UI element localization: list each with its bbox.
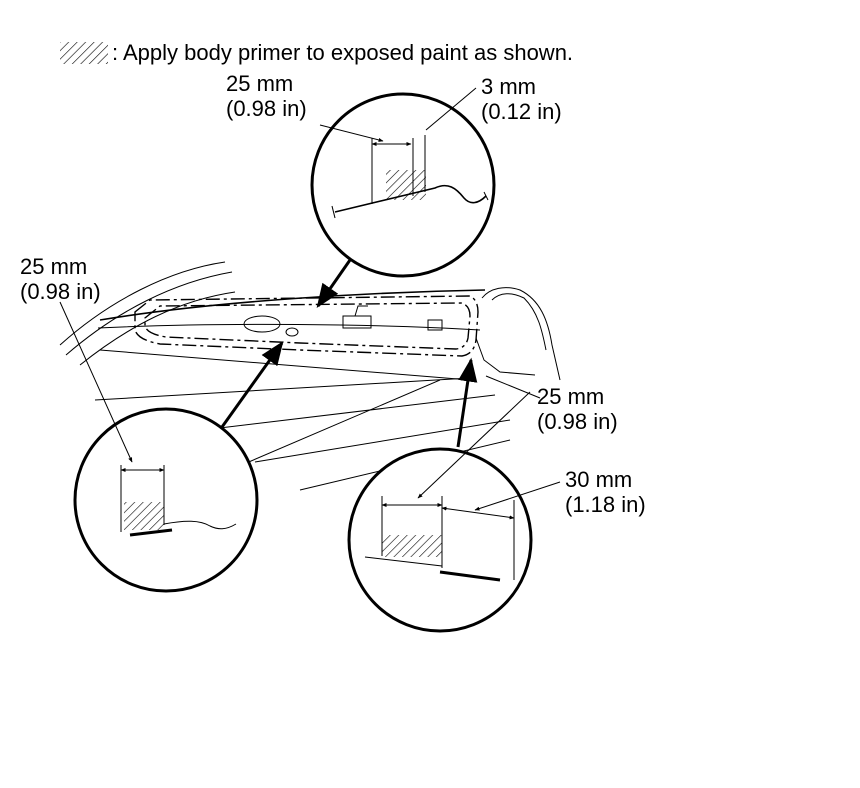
callout-left: 25 mm (0.98 in) [20,254,101,304]
arrow-icon [456,357,478,448]
callout-right-lower: 30 mm (1.18 in) [565,467,646,517]
dim-mm: 3 mm [481,74,536,99]
dim-inch: (1.18 in) [565,492,646,517]
callout-right-upper: 25 mm (0.98 in) [537,384,618,434]
callout-top-left: 25 mm (0.98 in) [226,71,307,121]
dim-inch: (0.12 in) [481,99,562,124]
arrow-icon [316,259,352,308]
roof-line-art [59,261,561,491]
dim-mm: 30 mm [565,467,632,492]
dim-inch: (0.98 in) [226,96,307,121]
detail-circle [347,447,533,633]
legend: : Apply body primer to exposed paint as … [60,40,573,65]
callout-top-right: 3 mm (0.12 in) [481,74,562,124]
dim-inch: (0.98 in) [537,409,618,434]
arrow-icon [220,341,284,428]
dim-mm: 25 mm [20,254,87,279]
hatch-legend-icon [60,42,108,64]
dim-mm: 25 mm [226,71,293,96]
dim-mm: 25 mm [537,384,604,409]
legend-text: : Apply body primer to exposed paint as … [112,40,573,65]
dim-inch: (0.98 in) [20,279,101,304]
leader-lines [59,87,561,511]
detail-circle [310,92,496,278]
detail-circle [73,407,259,593]
